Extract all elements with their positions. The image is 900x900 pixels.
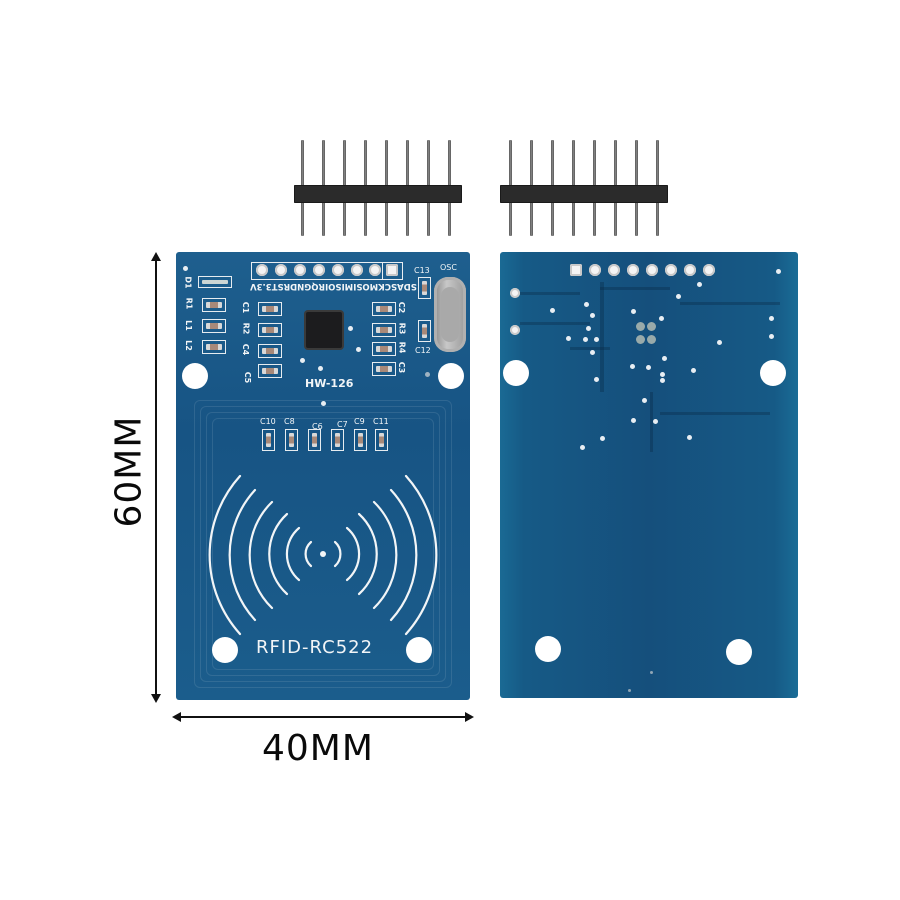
capacitor-c12 — [418, 320, 431, 342]
rfid-board-front: 3.3V RST GND IRQ MISO MOSI SCK SDA D1 R1… — [176, 252, 470, 700]
capacitor-c11 — [375, 429, 388, 451]
mounting-hole — [212, 637, 238, 663]
capacitor-c5 — [258, 364, 282, 378]
mounting-hole — [406, 637, 432, 663]
pin-header-right — [500, 140, 668, 236]
capacitor-c3 — [372, 362, 396, 376]
capacitor-c13 — [418, 277, 431, 299]
mounting-hole — [503, 360, 529, 386]
crystal-oscillator — [434, 277, 466, 352]
height-dimension-line — [155, 256, 157, 700]
capacitor-c9 — [354, 429, 367, 451]
module-name-label: RFID-RC522 — [256, 637, 374, 658]
mounting-hole — [535, 636, 561, 662]
inductor-l1 — [202, 319, 226, 333]
pin-label-row: 3.3V RST GND IRQ MISO MOSI SCK SDA — [250, 281, 417, 291]
mfrc522-chip — [306, 312, 342, 348]
capacitor-c2 — [372, 302, 396, 316]
width-dimension-line — [176, 716, 470, 718]
capacitor-c1 — [258, 302, 282, 316]
mounting-hole — [760, 360, 786, 386]
height-label: 60MM — [108, 415, 150, 528]
mounting-hole — [726, 639, 752, 665]
board-id-label: HW-126 — [305, 377, 354, 390]
diode-d1 — [198, 276, 232, 288]
mounting-hole — [182, 363, 208, 389]
capacitor-c7 — [331, 429, 344, 451]
arrow-up-icon — [151, 252, 161, 261]
mounting-hole — [438, 363, 464, 389]
capacitor-c8 — [285, 429, 298, 451]
rfid-board-back — [500, 252, 798, 698]
resistor-r3 — [372, 323, 396, 337]
inductor-l2 — [202, 340, 226, 354]
resistor-r1 — [202, 298, 226, 312]
resistor-r4 — [372, 342, 396, 356]
capacitor-c6 — [308, 429, 321, 451]
arrow-left-icon — [172, 712, 181, 722]
width-label: 40MM — [262, 728, 374, 769]
arrow-down-icon — [151, 694, 161, 703]
rfid-wave-icon — [208, 474, 438, 636]
capacitor-c4 — [258, 344, 282, 358]
arrow-right-icon — [465, 712, 474, 722]
pin-header-left — [294, 140, 462, 236]
resistor-r2 — [258, 323, 282, 337]
